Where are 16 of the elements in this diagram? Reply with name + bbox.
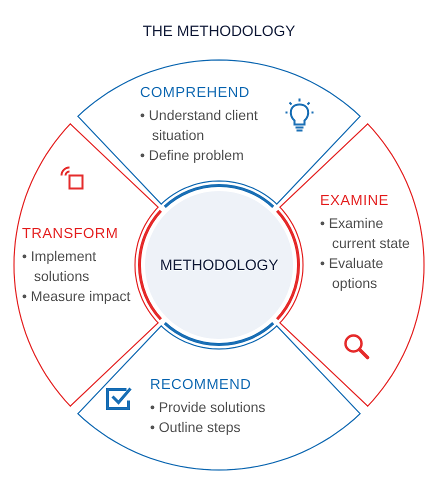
segment-heading: TRANSFORM	[22, 226, 120, 242]
segment-heading: RECOMMEND	[150, 377, 252, 393]
segment-panel	[76, 324, 362, 471]
bullet-text: • Examine current state	[320, 214, 411, 253]
diagram-title: THE METHODOLOGY	[142, 23, 296, 40]
segment-panel	[278, 122, 425, 408]
bullet-text: • Implement solutions	[22, 247, 98, 286]
bullet-text: • Understand client situation	[140, 106, 259, 145]
center-label: METHODOLOGY	[160, 256, 278, 274]
bullet-text: • Outline steps	[150, 418, 242, 437]
segment-heading: EXAMINE	[320, 193, 390, 209]
bullet-text: • Evaluate options	[320, 254, 384, 293]
bullet-text: • Define problem	[140, 146, 245, 165]
segment-heading: COMPREHEND	[140, 85, 251, 101]
bullet-text: • Provide solutions	[150, 398, 266, 417]
bullet-text: • Measure impact	[22, 287, 132, 306]
